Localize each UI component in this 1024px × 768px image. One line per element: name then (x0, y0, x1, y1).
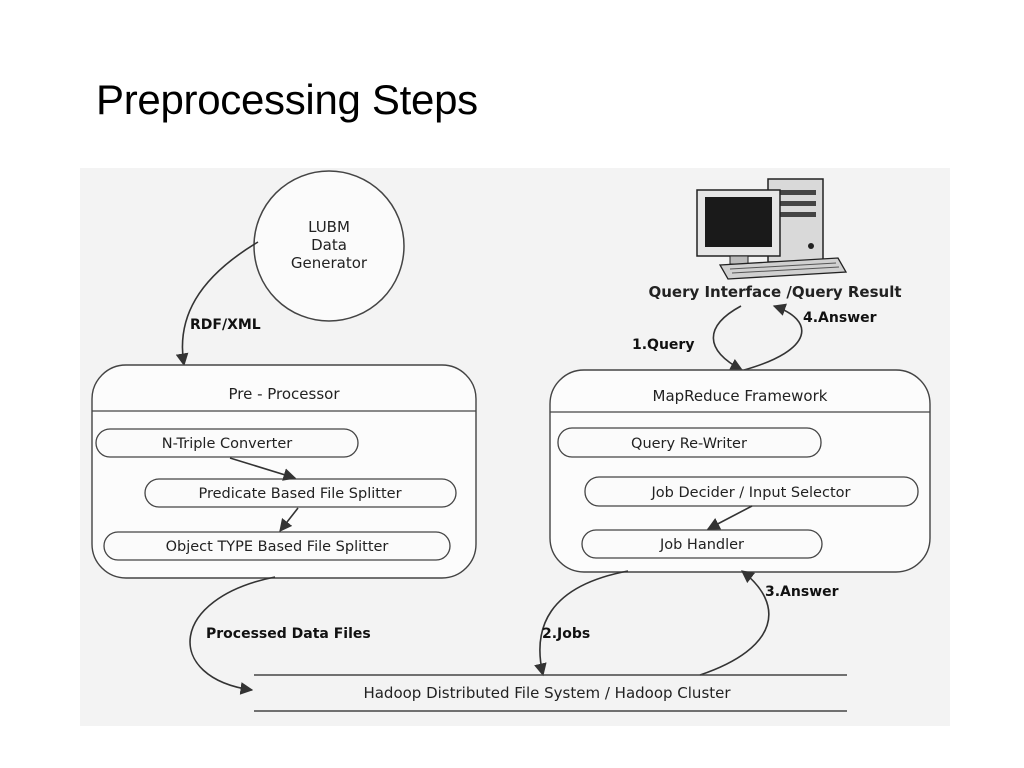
ntriple-to-predicate-arrow (229, 457, 297, 481)
step-label: Predicate Based File Splitter (198, 486, 401, 502)
generator-label-line-2: Data (311, 236, 347, 254)
pre-processor-step-ntriple: N-Triple Converter (95, 428, 359, 458)
generator-label-line-3: Generator (291, 254, 368, 272)
lubm-data-generator: LUBM Data Generator (253, 170, 405, 322)
rdf-xml-arrow (175, 241, 259, 367)
query-arrow (712, 305, 744, 371)
jobs-label: 2.Jobs (542, 626, 590, 642)
pre-processor-step-predicate-splitter: Predicate Based File Splitter (144, 478, 457, 508)
mapreduce-step-query-rewriter: Query Re-Writer (557, 427, 822, 458)
processed-data-files-arrow (189, 576, 276, 695)
decider-to-handler-arrow (706, 505, 753, 530)
processed-data-files-label: Processed Data Files (206, 626, 371, 642)
cluster-answer-label: 3.Answer (765, 584, 839, 600)
step-label: Object TYPE Based File Splitter (166, 539, 389, 555)
hadoop-label: Hadoop Distributed File System / Hadoop … (363, 684, 731, 702)
query-label: 1.Query (632, 337, 694, 353)
mapreduce-title: MapReduce Framework (653, 387, 828, 405)
generator-label-line-1: LUBM (308, 218, 350, 236)
pre-processor-title: Pre - Processor (228, 385, 340, 403)
rdf-xml-label: RDF/XML (190, 317, 261, 333)
step-label: Query Re-Writer (631, 436, 747, 452)
answer-to-user-label: 4.Answer (803, 310, 877, 326)
mapreduce-framework-panel: MapReduce Framework Query Re-Writer Job … (549, 369, 931, 573)
slide-title: Preprocessing Steps (96, 76, 478, 123)
predicate-to-object-arrow (279, 507, 299, 533)
step-label: N-Triple Converter (162, 436, 292, 452)
pre-processor-panel: Pre - Processor N-Triple Converter Predi… (91, 364, 477, 579)
query-interface-label: Query Interface /Query Result (648, 283, 901, 301)
computer-icon (696, 178, 848, 280)
pre-processor-step-object-type-splitter: Object TYPE Based File Splitter (103, 531, 451, 561)
mapreduce-step-job-decider: Job Decider / Input Selector (584, 476, 919, 507)
cluster-answer-arrow (699, 570, 770, 676)
hadoop-cluster: Hadoop Distributed File System / Hadoop … (254, 674, 847, 712)
mapreduce-step-job-handler: Job Handler (581, 529, 823, 559)
jobs-arrow (534, 570, 629, 677)
step-label: Job Decider / Input Selector (651, 485, 851, 501)
architecture-diagram: LUBM Data Generator RDF/XML Pre - Proces… (80, 168, 950, 726)
step-label: Job Handler (659, 537, 744, 553)
answer-to-user-arrow (743, 303, 803, 371)
